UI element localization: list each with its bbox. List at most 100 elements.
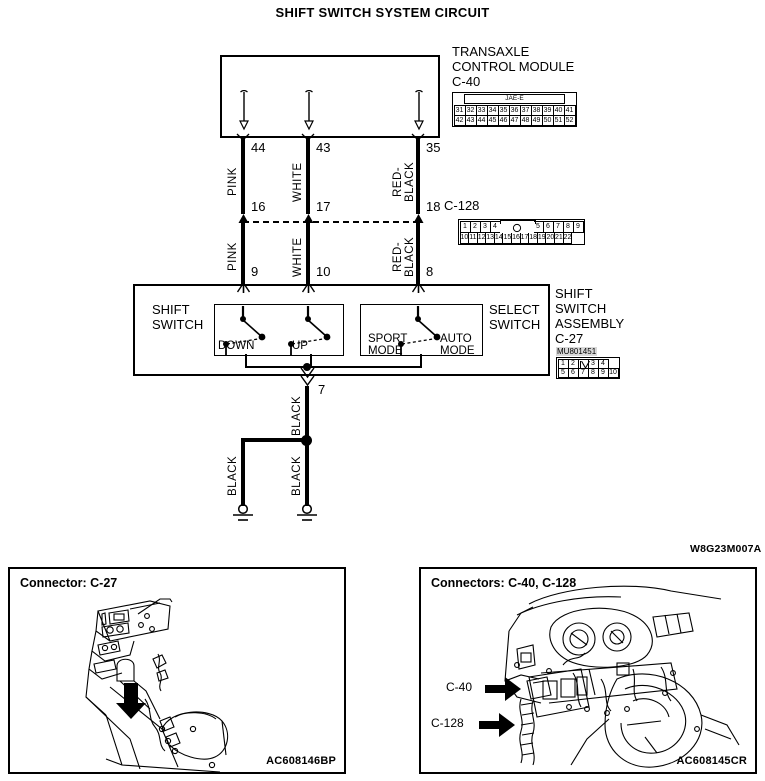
- wire-color-redblack-upper-text: RED- BLACK: [392, 161, 416, 203]
- wire-redblack-upper: [416, 138, 420, 214]
- wire-black-right: [305, 438, 309, 506]
- switch-contact-down: [218, 306, 282, 356]
- tcm-name-line1: TRANSAXLE: [452, 44, 530, 59]
- panel-connector-c27: Connector: C-27: [8, 567, 346, 774]
- wire-white-top-terminal: [301, 133, 315, 143]
- c128-label: C-128: [444, 198, 480, 213]
- panel-c27-code: AC608146BP: [266, 755, 336, 767]
- panel-connectors-c40-c128: Connectors: C-40, C-128: [419, 567, 757, 774]
- pin-cell: [499, 219, 536, 233]
- tcm-arrow-white: [304, 90, 314, 132]
- panel-callout-c128: C-128: [431, 716, 464, 730]
- bus-junction-dot: [303, 363, 311, 371]
- callout-arrow-c40: [485, 677, 521, 701]
- shift-switch-inner-box: [214, 304, 344, 356]
- tcm-connector-id: C-40: [452, 74, 481, 89]
- wire-white-lower: [306, 221, 310, 285]
- console-illustration: [85, 598, 229, 772]
- switch-contact-up: [283, 306, 347, 356]
- wire-white-upper: [306, 138, 310, 214]
- wire-color-pink-lower: PINK: [227, 242, 239, 272]
- bus-drop-sport: [420, 354, 422, 368]
- wire-color-redblack-lower-text: RED- BLACK: [392, 236, 416, 278]
- wire-color-pink-upper: PINK: [227, 167, 239, 197]
- assembly-title-line1: SHIFT: [555, 286, 593, 301]
- wire-pink-lower: [241, 221, 245, 285]
- bus-drop-up: [310, 354, 312, 368]
- contact-label-up: UP: [292, 340, 308, 352]
- wire-redblack-lower: [416, 221, 420, 285]
- shift-switch-label-line2: SWITCH: [152, 317, 204, 332]
- common-bus-line: [245, 366, 422, 368]
- assembly-exit-arrow-outer: [300, 374, 315, 388]
- tcm-pin-35: 35: [426, 140, 441, 155]
- tcm-arrow-red-black: [414, 90, 424, 132]
- wire-color-white-lower: WHITE: [292, 237, 304, 277]
- junction-arrow-pink: [238, 214, 249, 225]
- wire-pink-upper: [241, 138, 245, 214]
- contact-label-auto-mode-line2: MODE: [440, 345, 475, 357]
- contact-label-auto-mode-line1: AUTO: [440, 333, 472, 345]
- ground-symbol-left: [231, 503, 255, 525]
- tcm-name-line2: CONTROL MODULE: [452, 59, 575, 74]
- assembly-title-line3: ASSEMBLY: [555, 316, 625, 331]
- shift-switch-assembly-box: [133, 284, 550, 376]
- wire-redblack-top-terminal: [411, 133, 425, 143]
- callout-arrow-c128: [479, 713, 515, 737]
- pin-cell: 9: [572, 220, 584, 233]
- pin-cell: 10: [607, 367, 619, 378]
- junction-arrow-redblack: [413, 214, 424, 225]
- page-title: SHIFT SWITCH SYSTEM CIRCUIT: [275, 5, 490, 20]
- wire-color-redblack-lower: RED- BLACK: [392, 227, 416, 287]
- contact-label-sport-mode-line2: MODE: [368, 345, 403, 357]
- tcm-arrow-pink: [239, 90, 249, 132]
- pin-cell: 52: [563, 114, 576, 126]
- junction-pin-17: 17: [316, 199, 331, 214]
- assembly-title-line2: SWITCH: [555, 301, 607, 316]
- select-switch-label-line1: SELECT: [489, 302, 540, 317]
- callout-arrow-c27: [116, 683, 146, 719]
- panel-c40-c128-title: Connectors: C-40, C-128: [431, 576, 577, 590]
- assembly-entry-arrow-white: [302, 281, 315, 293]
- wire-color-black-left: BLACK: [227, 455, 239, 497]
- junction-pin-18: 18: [426, 199, 441, 214]
- ground-symbol-right: [295, 503, 319, 525]
- wire-pink-top-terminal: [236, 133, 250, 143]
- switch-pin-9: 9: [251, 264, 259, 279]
- c128-junction-dashed-line: [243, 221, 419, 223]
- panel-c40-c128-code: AC608145CR: [676, 755, 747, 767]
- transaxle-control-module-box: [220, 55, 440, 138]
- panel-c27-title: Connector: C-27: [20, 576, 118, 590]
- select-switch-label-line2: SWITCH: [489, 317, 541, 332]
- wire-color-black-main: BLACK: [291, 395, 303, 437]
- dashboard-illustration: [479, 585, 740, 768]
- panel-callout-c40: C-40: [446, 680, 473, 694]
- pin-cell: 22: [562, 231, 573, 244]
- assembly-connector-id: C-27: [555, 331, 584, 346]
- junction-arrow-white: [303, 214, 314, 225]
- switch-contact-mode: [393, 306, 457, 356]
- wire-black-main: [305, 386, 309, 441]
- contact-label-down: DOWN: [218, 340, 255, 352]
- shift-switch-label-line1: SHIFT: [152, 302, 190, 317]
- contact-label-sport-mode-line1: SPORT: [368, 333, 408, 345]
- assembly-exit-arrow-inner: [300, 366, 315, 380]
- switch-pin-8: 8: [426, 264, 434, 279]
- assembly-entry-arrow-redblack: [412, 281, 425, 293]
- c40-grid-header: JAE-E: [464, 94, 565, 104]
- ground-branch-horizontal: [241, 438, 309, 442]
- wire-color-white-upper: WHITE: [292, 162, 304, 202]
- bus-drop-down: [245, 354, 247, 368]
- switch-pin-10: 10: [316, 264, 331, 279]
- wire-color-redblack-upper: RED- BLACK: [392, 152, 416, 212]
- assembly-part-number: MU801451: [556, 347, 598, 356]
